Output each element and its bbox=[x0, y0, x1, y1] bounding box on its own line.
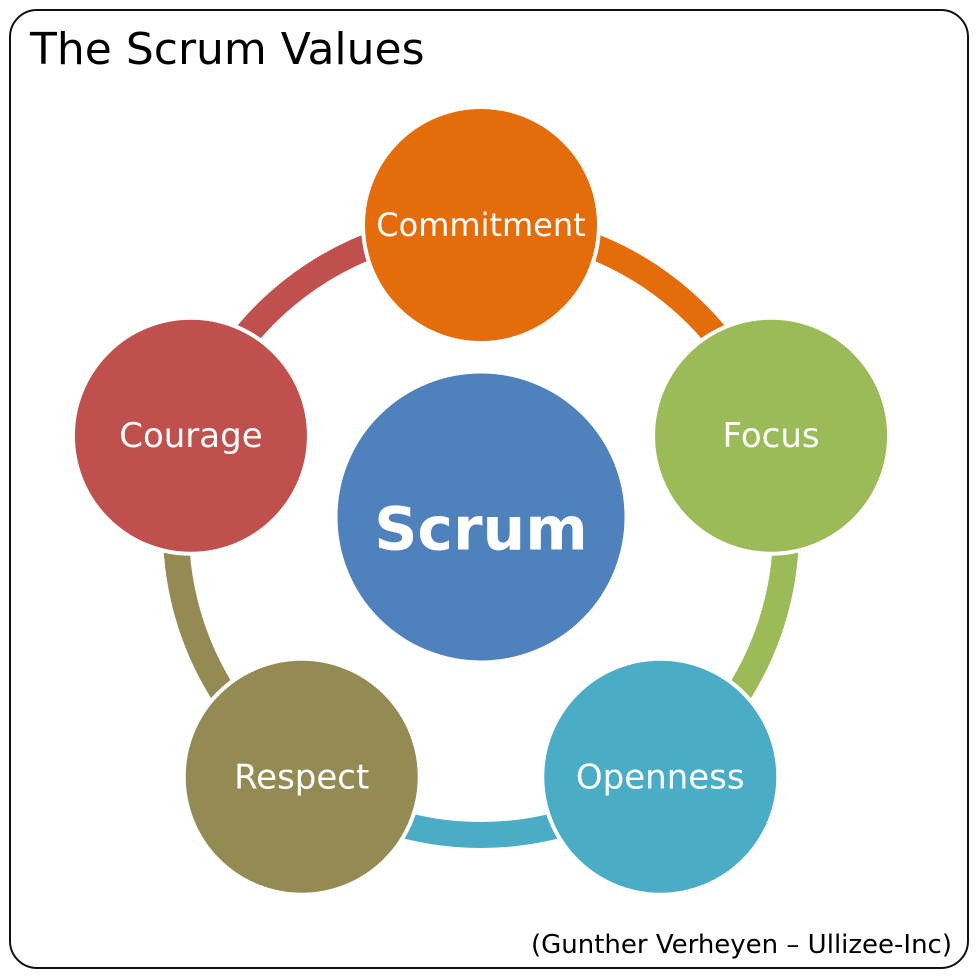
value-node-openness: Openness bbox=[540, 656, 781, 897]
value-circle-commitment bbox=[361, 105, 601, 345]
value-label-courage: Courage bbox=[119, 416, 262, 456]
center-node: Scrum bbox=[334, 370, 628, 664]
value-circle-openness bbox=[540, 656, 781, 897]
value-label-focus: Focus bbox=[723, 416, 820, 456]
center-circle bbox=[334, 370, 628, 664]
value-label-openness: Openness bbox=[576, 757, 745, 797]
page-title: The Scrum Values bbox=[30, 24, 425, 75]
value-node-courage: Courage bbox=[70, 315, 311, 556]
value-node-respect: Respect bbox=[181, 656, 422, 897]
value-circle-courage bbox=[70, 315, 311, 556]
value-circle-respect bbox=[181, 656, 422, 897]
value-node-focus: Focus bbox=[651, 315, 892, 556]
value-node-commitment: Commitment bbox=[361, 105, 601, 345]
value-label-respect: Respect bbox=[234, 757, 369, 797]
value-label-commitment: Commitment bbox=[376, 206, 585, 244]
attribution-credit: (Gunther Verheyen – Ullizee-Inc) bbox=[530, 930, 952, 960]
center-label: Scrum bbox=[374, 495, 588, 565]
value-circle-focus bbox=[651, 315, 892, 556]
